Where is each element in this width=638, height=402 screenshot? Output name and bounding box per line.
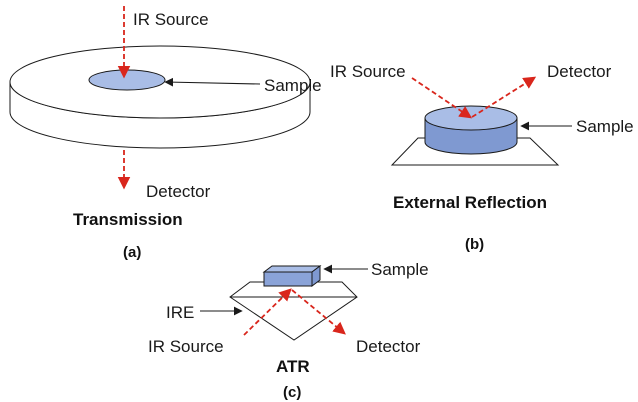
atr-detector-label: Detector <box>356 337 421 356</box>
transmission-tag: (a) <box>123 244 141 261</box>
atr-tag: (c) <box>283 384 301 401</box>
panel-transmission: IR Source Sample Detector Transmission (… <box>9 6 322 261</box>
transmission-sample-spot <box>88 69 166 91</box>
atr-sample-front <box>263 271 313 287</box>
reflection-beam-in <box>411 77 473 119</box>
reflection-source-label: IR Source <box>330 62 406 81</box>
reflection-title: External Reflection <box>393 193 547 212</box>
transmission-source-label: IR Source <box>133 10 209 29</box>
transmission-detector-label: Detector <box>146 182 211 201</box>
reflection-detector-label: Detector <box>547 62 612 81</box>
reflection-beam-out <box>471 76 537 118</box>
transmission-sample-pointer <box>164 77 261 87</box>
reflection-sample-label: Sample <box>576 117 634 136</box>
atr-title: ATR <box>276 357 310 376</box>
panel-atr: Sample IRE IR Source Detector ATR (c) <box>148 260 429 401</box>
atr-sample-label: Sample <box>371 260 429 279</box>
atr-beam-out <box>291 289 346 335</box>
atr-ire-label: IRE <box>166 303 194 322</box>
transmission-title: Transmission <box>73 210 183 229</box>
reflection-sample-top <box>424 105 518 131</box>
panel-external-reflection: IR Source Detector Sample External Refle… <box>330 62 634 253</box>
reflection-tag: (b) <box>465 236 484 253</box>
atr-beam-in <box>243 288 292 336</box>
transmission-sample-label: Sample <box>264 76 322 95</box>
atr-source-label: IR Source <box>148 337 224 356</box>
atr-sample-top <box>262 265 322 273</box>
